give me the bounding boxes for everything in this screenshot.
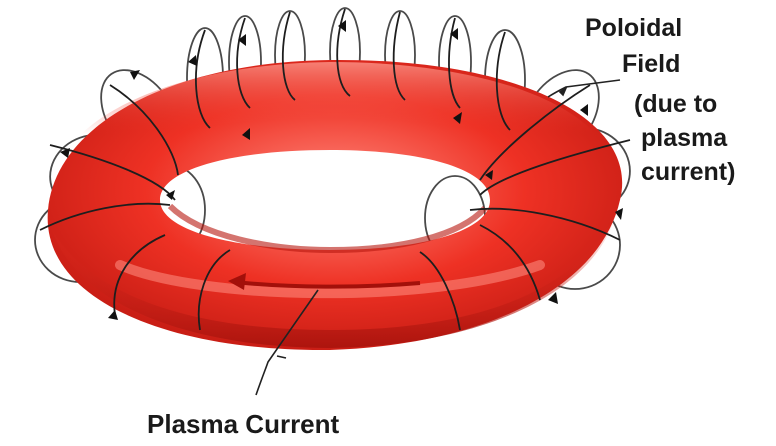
plasma-current-label: Plasma Current <box>147 411 339 437</box>
poloidal-field-label-line1: Poloidal <box>585 16 682 41</box>
due-to-plasma-current-line2: plasma <box>641 126 727 151</box>
due-to-plasma-current-line1: (due to <box>634 92 717 117</box>
due-to-plasma-current-line3: current) <box>641 160 735 185</box>
poloidal-field-label-line2: Field <box>622 52 680 77</box>
